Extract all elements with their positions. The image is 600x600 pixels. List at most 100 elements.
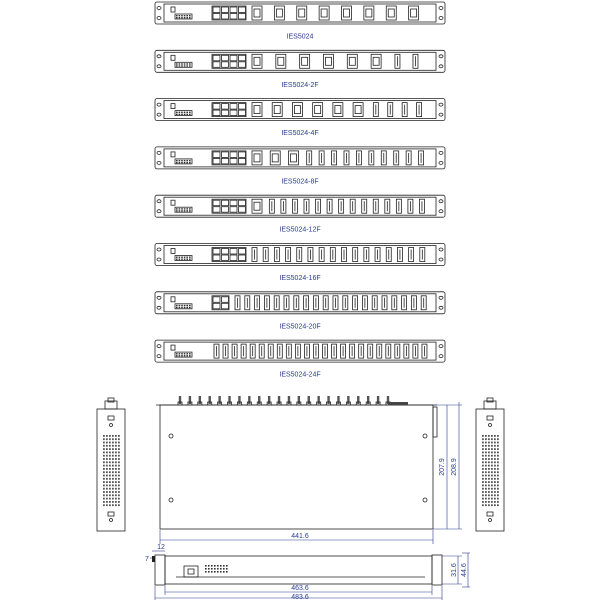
side-vent: [497, 504, 499, 507]
rj45-port: [212, 199, 221, 207]
rj45-port: [221, 54, 229, 62]
side-vent: [115, 497, 117, 500]
front-ear-right: [431, 554, 443, 586]
rj45-port: [238, 13, 246, 20]
side-connector-tip: [486, 397, 494, 403]
side-vent: [497, 451, 499, 454]
top-connector: [297, 396, 301, 404]
side-body: [96, 408, 126, 532]
side-vent: [494, 487, 496, 490]
side-vent: [109, 461, 111, 464]
terminal-block: [174, 303, 193, 310]
panel-body: [163, 100, 437, 119]
side-vent: [112, 501, 114, 503]
side-vent: [109, 484, 111, 487]
terminal-pin: [176, 353, 178, 355]
fiber-port: [331, 150, 337, 166]
front-led: [223, 568, 225, 570]
front-led: [211, 565, 213, 567]
side-vent: [106, 464, 108, 467]
terminal-pin: [178, 161, 181, 164]
terminal-pin: [189, 161, 191, 164]
fiber-port: [262, 247, 269, 262]
terminal-block: [174, 13, 193, 20]
combo-port-inner: [410, 8, 418, 18]
top-connector: [376, 396, 380, 404]
mount-hole: [156, 64, 162, 69]
side-vent: [115, 435, 117, 437]
fiber-port: [338, 198, 345, 214]
side-vent: [491, 491, 493, 493]
front-panel-7: IES5024-20F: [154, 291, 446, 330]
fiber-port: [367, 343, 374, 359]
side-vent: [106, 504, 108, 507]
mount-hole: [156, 257, 162, 262]
side-vent: [485, 454, 487, 457]
side-vent: [112, 487, 114, 490]
side-vent: [115, 458, 117, 460]
fiber-port: [419, 247, 426, 262]
side-vent: [109, 474, 111, 477]
side-vent: [115, 481, 117, 483]
rj45-port: [212, 248, 221, 255]
fiber-port: [331, 343, 337, 359]
side-vent: [115, 471, 117, 474]
dim-front-width-body: 463.6: [291, 585, 309, 592]
fiber-port: [306, 150, 313, 166]
fiber-port: [358, 343, 365, 359]
side-vent: [103, 438, 105, 441]
side-vent: [488, 444, 490, 447]
fiber-port: [410, 295, 417, 311]
terminal-pin: [186, 258, 188, 260]
side-vent: [482, 491, 484, 493]
side-vent: [491, 454, 493, 457]
terminal-pin: [178, 111, 181, 113]
side-vent: [485, 451, 487, 454]
side-vent: [112, 461, 114, 464]
combo-port: [251, 5, 263, 21]
terminal-pin: [183, 15, 186, 17]
fiber-port: [416, 102, 422, 117]
fiber-port: [372, 102, 379, 117]
side-vent: [497, 501, 499, 503]
combo-port-inner: [273, 105, 281, 114]
side-vent: [482, 461, 484, 464]
side-vent: [109, 494, 111, 497]
terminal-pin: [189, 210, 191, 212]
combo-port-inner: [275, 8, 283, 18]
combo-port: [288, 150, 299, 166]
fiber-port: [343, 150, 350, 166]
rj45-port: [229, 13, 238, 20]
side-vent: [494, 491, 496, 493]
mount-hole: [156, 305, 162, 310]
console-port: [170, 248, 176, 254]
rj45-port: [221, 254, 229, 261]
model-label-5: IES5024-12F: [279, 227, 320, 234]
front-led: [208, 571, 210, 573]
panel-body: [163, 341, 437, 361]
side-vent: [482, 504, 484, 507]
side-vent: [109, 491, 111, 493]
mount-hole: [438, 344, 444, 349]
mount-hole: [438, 54, 444, 59]
side-vent: [497, 448, 499, 450]
side-vent: [491, 487, 493, 490]
mount-hole: [156, 247, 162, 252]
fiber-port: [258, 343, 265, 359]
mount-hole: [438, 16, 444, 20]
fiber-port: [363, 247, 370, 262]
console-port: [170, 199, 176, 206]
top-connector: [287, 396, 291, 404]
rj45-port: [221, 103, 229, 110]
combo-port-inner: [314, 105, 322, 114]
terminal-pin: [178, 258, 181, 260]
side-view-left: [96, 397, 126, 532]
rj45-block: [211, 295, 230, 311]
side-vent: [103, 497, 105, 500]
terminal-pin: [186, 15, 188, 17]
front-led: [226, 565, 228, 567]
side-vent: [118, 494, 120, 497]
fiber-port: [234, 295, 241, 311]
side-vent: [488, 494, 490, 497]
